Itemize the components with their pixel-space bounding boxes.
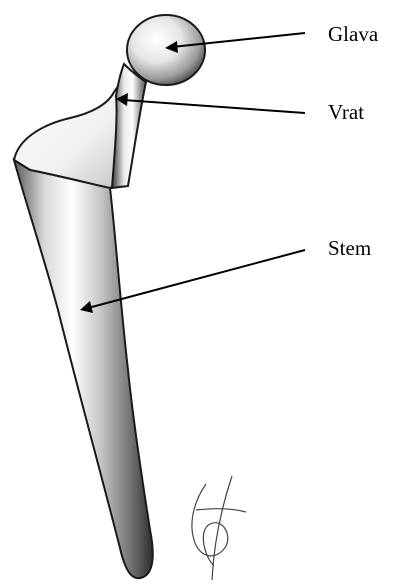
label-head: Glava <box>328 24 378 45</box>
label-neck: Vrat <box>328 102 364 123</box>
label-stem: Stem <box>328 238 371 259</box>
pointer-neck <box>116 93 305 113</box>
implant-stem <box>14 160 153 578</box>
implant-head <box>127 15 205 85</box>
implant-neck <box>112 64 146 188</box>
signature-scribble <box>192 476 246 580</box>
